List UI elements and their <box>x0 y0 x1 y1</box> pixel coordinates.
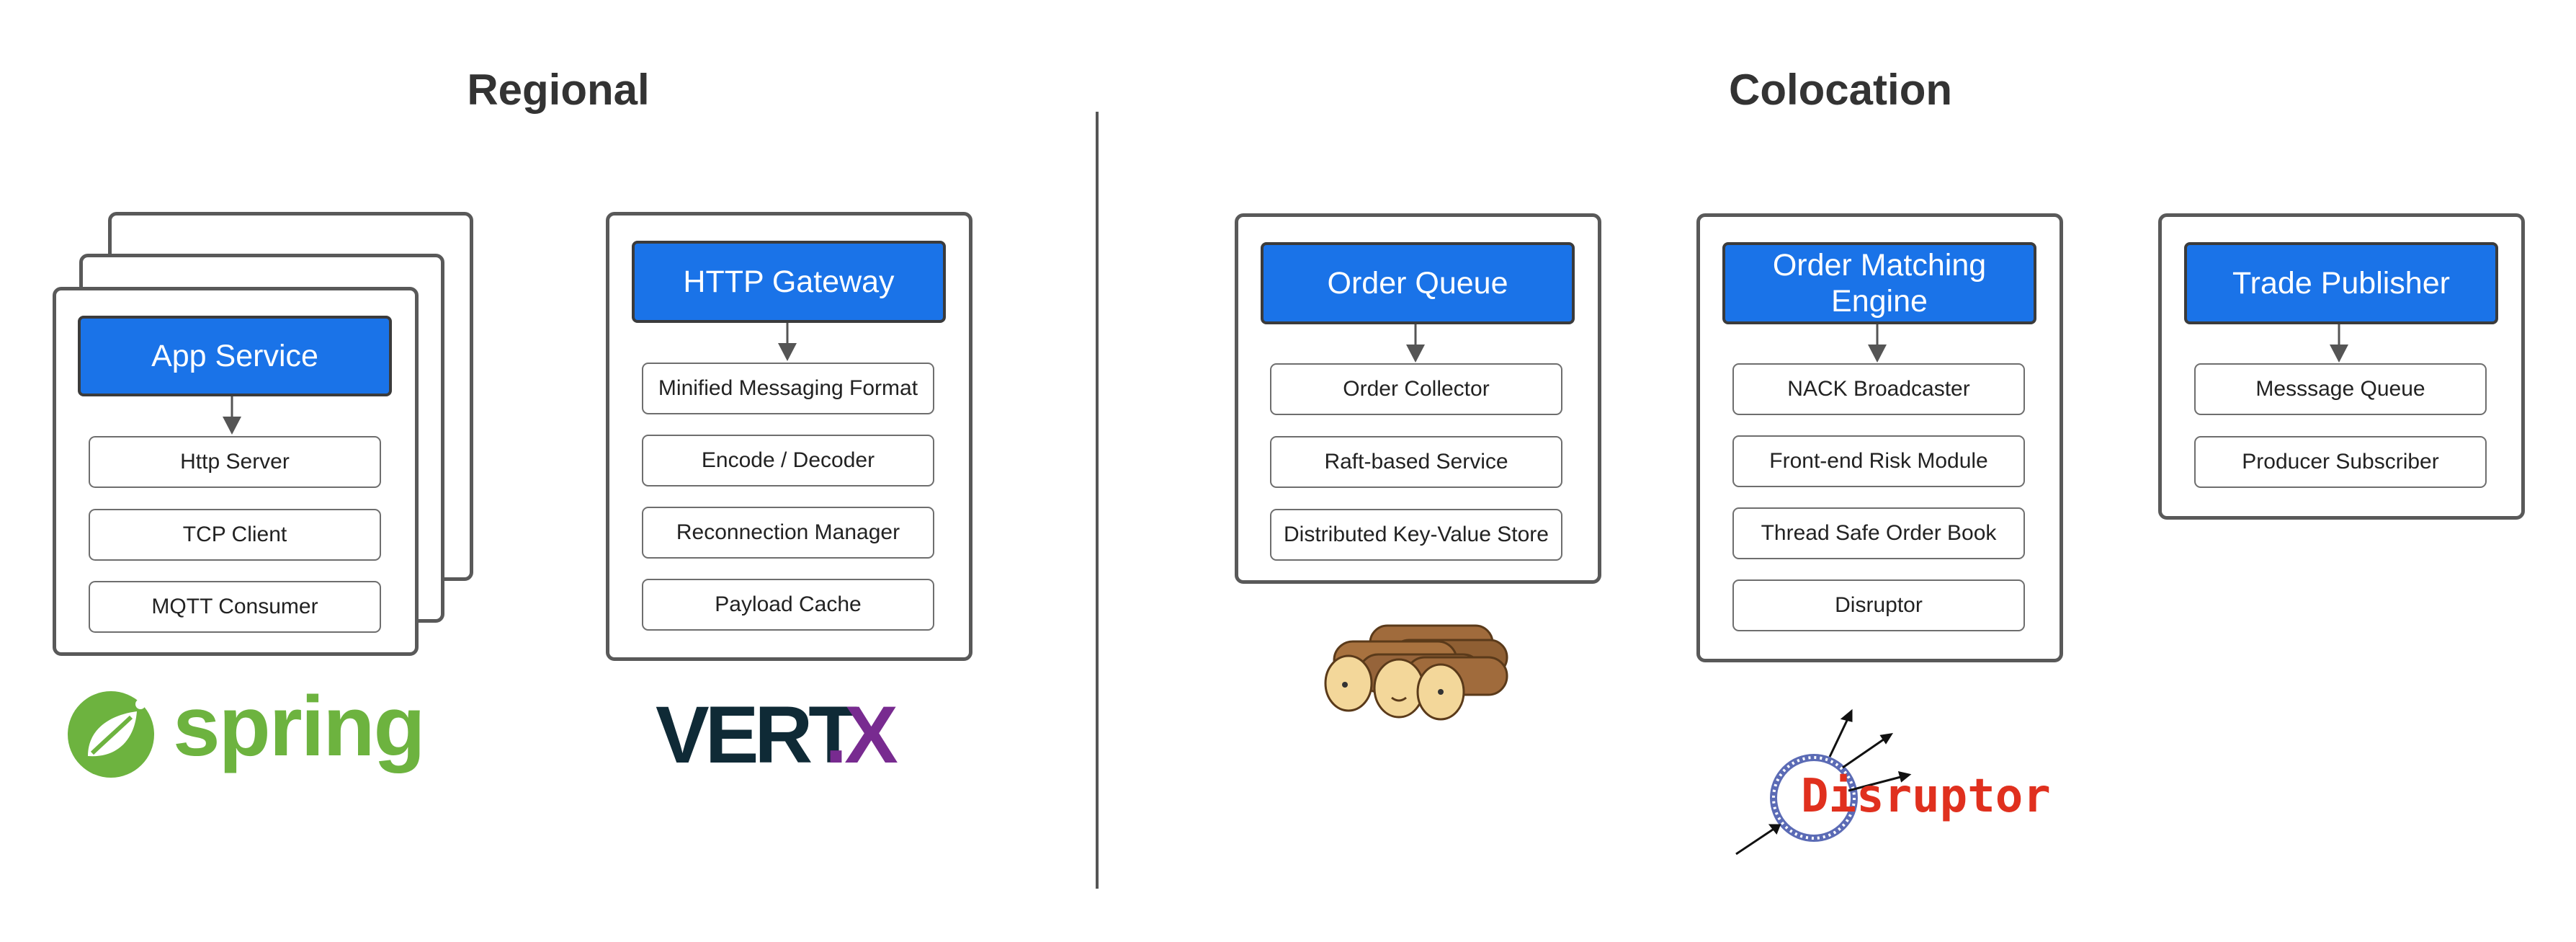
order-matching-engine-title-line1: Order Matching <box>1772 248 1987 283</box>
order-matching-engine-item-risk-module: Front-end Risk Module <box>1732 435 2025 487</box>
app-service-title: App Service <box>151 339 318 373</box>
trade-publisher-header: Trade Publisher <box>2184 242 2498 324</box>
order-queue-header: Order Queue <box>1261 242 1575 324</box>
http-gateway-item-payload-cache: Payload Cache <box>642 579 934 631</box>
raft-logs-icon <box>1324 624 1508 721</box>
order-queue-item-raft-service: Raft-based Service <box>1270 436 1562 488</box>
order-queue-arrow <box>1406 324 1425 363</box>
app-service-item-mqtt-consumer: MQTT Consumer <box>89 581 381 633</box>
order-queue-title: Order Queue <box>1327 266 1508 301</box>
disruptor-wordmark: Disruptor <box>1801 770 2051 823</box>
disruptor-logo-graphic <box>1735 708 1912 856</box>
app-service-item-tcp-client: TCP Client <box>89 509 381 561</box>
order-matching-engine-header: Order Matching Engine <box>1722 242 2036 324</box>
trade-publisher-item-message-queue: Messsage Queue <box>2194 363 2487 415</box>
http-gateway-title: HTTP Gateway <box>683 265 895 299</box>
app-service-arrow <box>223 396 241 435</box>
order-matching-engine-item-order-book: Thread Safe Order Book <box>1732 507 2025 559</box>
vertx-wordmark-x: .X <box>825 690 898 780</box>
order-queue-item-distributed-kv-store: Distributed Key-Value Store <box>1270 509 1562 561</box>
http-gateway-arrow <box>778 323 797 361</box>
section-title-colocation: Colocation <box>1729 66 1952 114</box>
order-matching-engine-title-line2: Engine <box>1831 284 1928 319</box>
spring-leaf-icon <box>68 691 154 778</box>
section-title-regional: Regional <box>467 66 650 114</box>
spring-wordmark: spring <box>173 679 426 774</box>
order-matching-engine-item-disruptor: Disruptor <box>1732 579 2025 631</box>
spring-logo: spring <box>66 680 426 782</box>
app-service-item-http-server: Http Server <box>89 436 381 488</box>
section-divider <box>1096 112 1099 889</box>
vertx-wordmark-vert: VERT <box>656 690 858 780</box>
order-matching-engine-item-nack-broadcaster: NACK Broadcaster <box>1732 363 2025 415</box>
trade-publisher-title: Trade Publisher <box>2232 266 2450 301</box>
http-gateway-item-encode-decoder: Encode / Decoder <box>642 435 934 486</box>
http-gateway-item-minified-format: Minified Messaging Format <box>642 363 934 414</box>
vertx-logo: VERT .X <box>656 692 929 778</box>
app-service-header: App Service <box>78 316 392 396</box>
order-matching-engine-arrow <box>1868 324 1887 363</box>
trade-publisher-item-producer-subscriber: Producer Subscriber <box>2194 436 2487 488</box>
http-gateway-item-reconnection-manager: Reconnection Manager <box>642 507 934 559</box>
trade-publisher-arrow <box>2330 324 2348 363</box>
order-queue-item-order-collector: Order Collector <box>1270 363 1562 415</box>
http-gateway-header: HTTP Gateway <box>632 241 946 323</box>
